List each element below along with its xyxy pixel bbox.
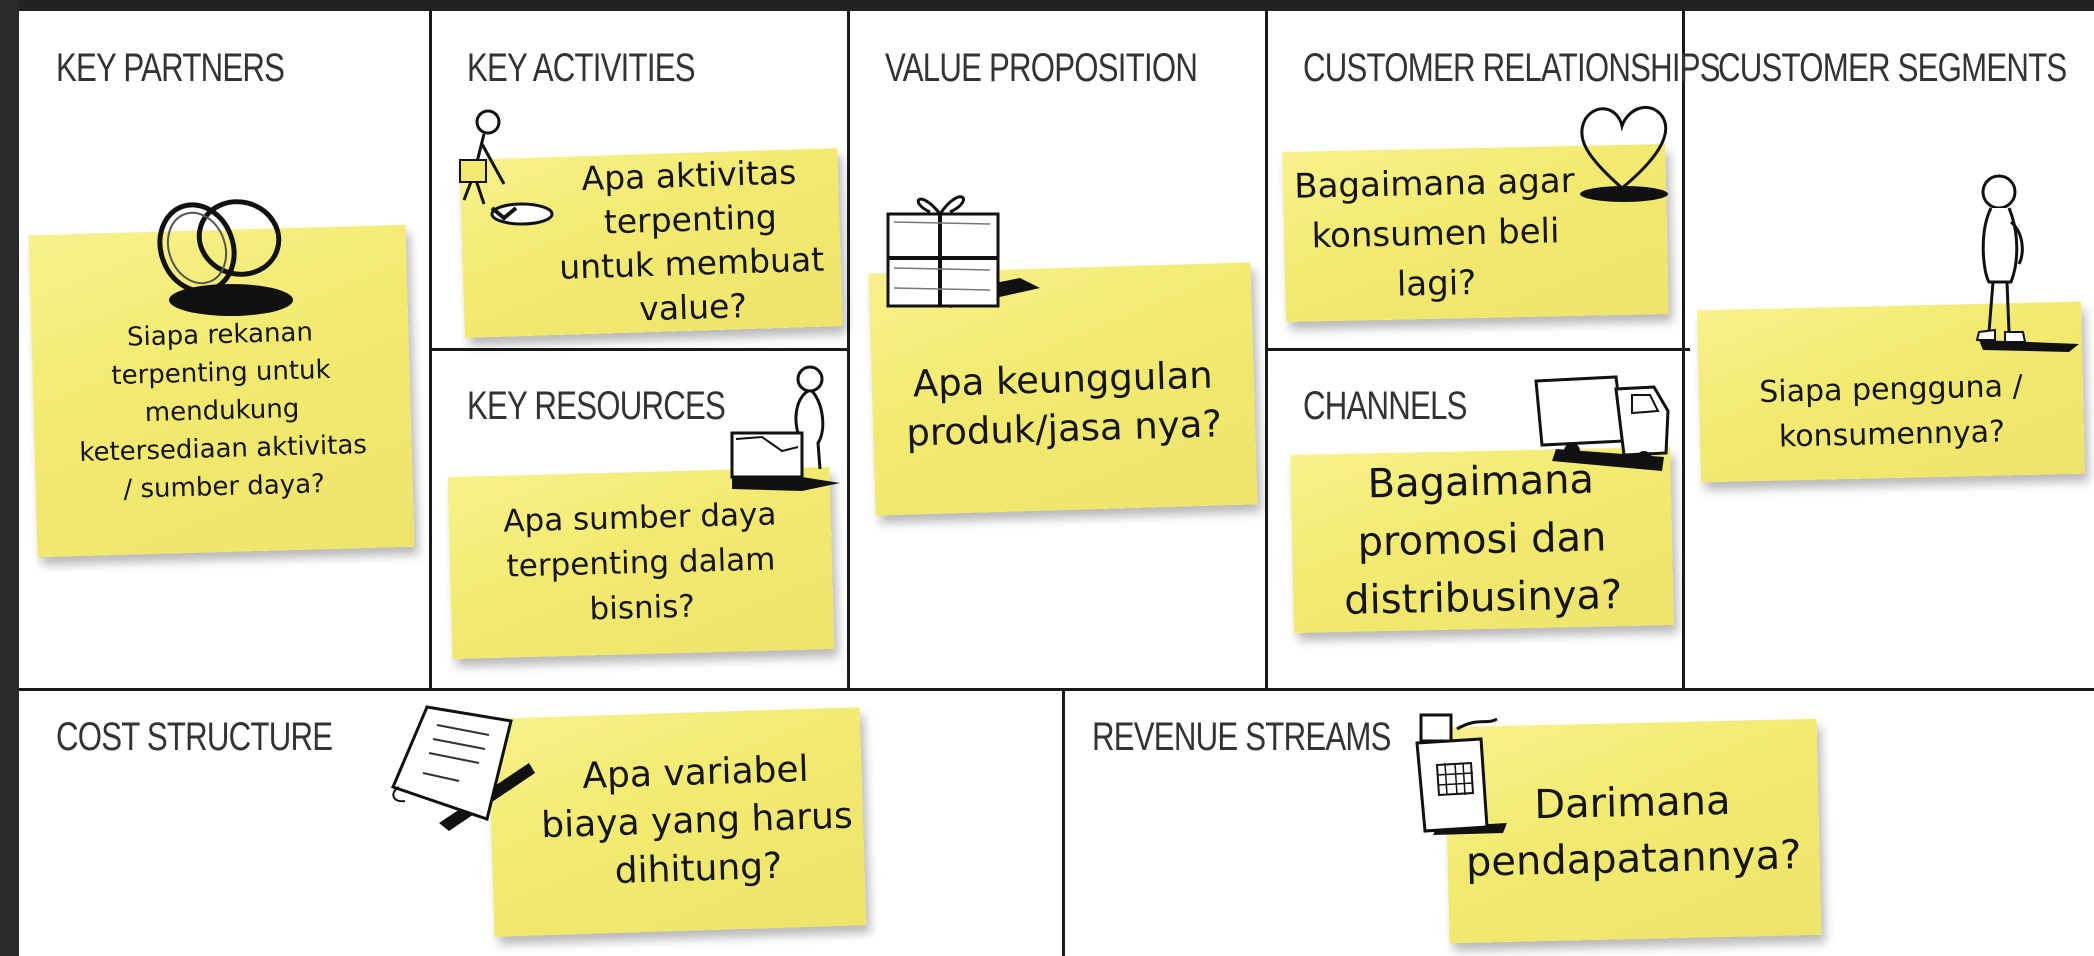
block-title: COST STRUCTURE [56, 715, 333, 759]
grid-divider [19, 688, 2094, 691]
canvas-top-border [0, 0, 2094, 11]
sticky-note-text: Siapa rekanan terpenting untuk mendukung… [78, 317, 368, 505]
block-channels: CHANNELS Bagaimana promosi dan distribus… [1268, 351, 1682, 688]
block-key-partners: KEY PARTNERS Siapa rekanan terpenting un… [19, 10, 429, 688]
sticky-note-text: Bagaimana agar konsumen beli lagi? [1293, 160, 1576, 305]
block-revenue-streams: REVENUE STREAMS Darimana pendapatannya? [1065, 691, 2094, 956]
sticky-note-text: Apa keunggulan produk/jasa nya? [905, 353, 1223, 455]
block-title: CHANNELS [1303, 384, 1467, 428]
block-title: KEY PARTNERS [56, 46, 285, 90]
sticky-note-text: Apa variabel biaya yang harus dihitung? [540, 748, 854, 892]
grid-divider [1062, 688, 1065, 956]
block-value-proposition: VALUE PROPOSITION Apa keunggulan produk/… [850, 10, 1265, 688]
gift-box-icon [880, 178, 1050, 328]
grid-divider [847, 10, 850, 690]
block-customer-relationships: CUSTOMER RELATIONSHIPS Bagaimana agar ko… [1268, 10, 1721, 348]
interlocked-rings-icon [139, 180, 329, 330]
block-title: CUSTOMER RELATIONSHIPS [1303, 46, 1721, 90]
block-title: VALUE PROPOSITION [885, 46, 1198, 90]
cash-register-icon [1407, 707, 1517, 837]
sticky-note-text: Apa sumber daya terpenting dalam bisnis? [502, 495, 777, 627]
block-key-resources: KEY RESOURCES Apa sumber daya terpenting… [432, 351, 847, 688]
standing-person-icon [1939, 172, 2079, 352]
block-title: KEY ACTIVITIES [467, 46, 696, 90]
block-title: CUSTOMER SEGMENTS [1718, 46, 2067, 90]
delivery-truck-icon [1532, 371, 1672, 481]
grid-divider [1266, 348, 1690, 351]
person-with-factory-icon [722, 361, 842, 511]
block-title: REVENUE STREAMS [1092, 715, 1391, 759]
sticky-note-text: Apa aktivitas terpenting untuk membuat v… [558, 152, 825, 329]
worker-digging-icon [444, 104, 554, 234]
block-key-activities: KEY ACTIVITIES Apa aktivitas terpenting … [432, 10, 847, 348]
sticky-note-text: Siapa pengguna / konsumennya? [1758, 369, 2023, 455]
grid-divider [430, 348, 848, 351]
block-customer-segments: CUSTOMER SEGMENTS Siapa pengguna / konsu… [1685, 10, 2094, 688]
invoice-document-icon [379, 703, 549, 833]
block-cost-structure: COST STRUCTURE Apa variabel biaya yang h… [19, 691, 1062, 956]
block-title: KEY RESOURCES [467, 384, 726, 428]
canvas-left-border [0, 0, 19, 956]
heart-icon [1568, 98, 1678, 208]
